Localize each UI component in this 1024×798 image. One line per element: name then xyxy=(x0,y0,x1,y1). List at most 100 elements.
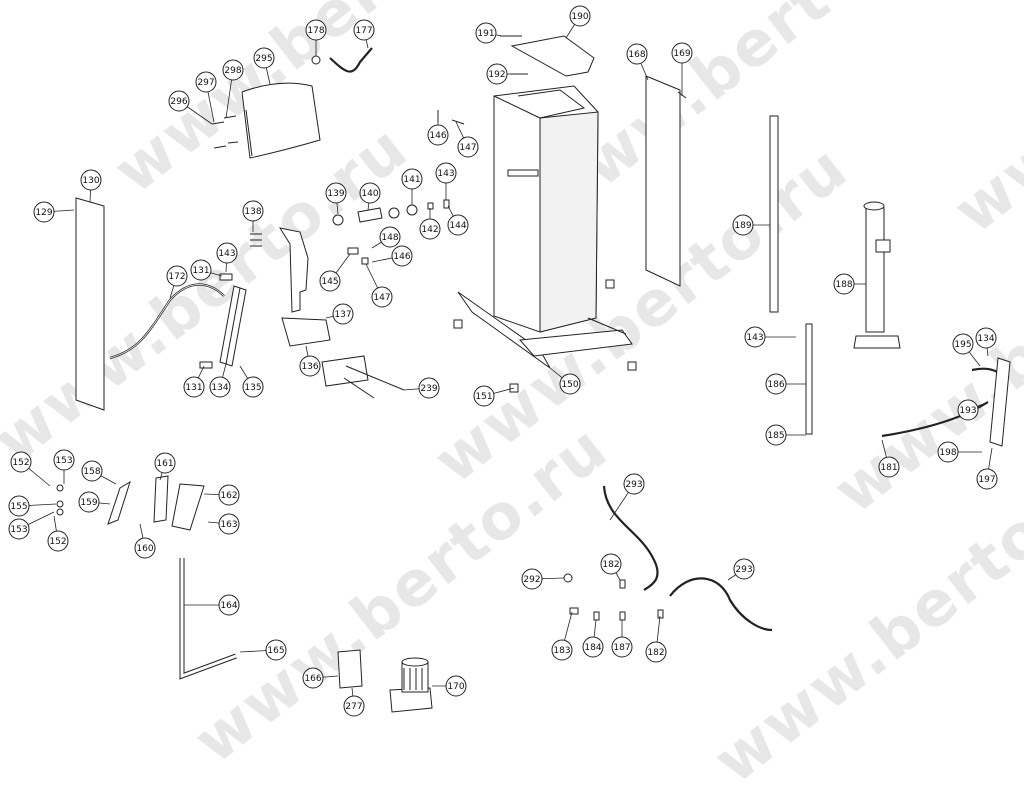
callout-187: 187 xyxy=(611,620,633,658)
callout-number: 169 xyxy=(673,49,690,59)
part-bracket xyxy=(250,227,331,347)
callout-number: 143 xyxy=(218,249,235,259)
callout-191: 191 xyxy=(475,22,503,44)
callout-number: 146 xyxy=(429,131,446,141)
callout-182: 182 xyxy=(645,615,667,663)
part-cable xyxy=(329,47,373,73)
callout-number: 296 xyxy=(170,97,187,107)
callout-number: 162 xyxy=(220,491,237,501)
callout-number: 153 xyxy=(55,456,72,466)
callout-197: 197 xyxy=(976,447,998,490)
callout-bubble xyxy=(419,218,441,240)
callout-number: 166 xyxy=(304,674,321,684)
callout-bubble xyxy=(445,675,467,697)
callout-bubble xyxy=(765,373,787,395)
callout-293: 293 xyxy=(609,473,645,521)
part-cover xyxy=(241,82,321,159)
callout-bubble xyxy=(559,373,581,395)
callout-bubble xyxy=(47,530,69,552)
callout-bubble xyxy=(582,636,604,658)
callout-bubble xyxy=(447,214,469,236)
callout-bubble xyxy=(154,452,176,474)
callout-186: 186 xyxy=(765,373,806,395)
callout-number: 134 xyxy=(977,334,994,344)
callout-164: 164 xyxy=(184,594,240,616)
callout-bubble xyxy=(937,441,959,463)
callout-296: 296 xyxy=(168,90,213,125)
part-sleeve xyxy=(357,207,383,223)
callout-bubble xyxy=(435,162,457,184)
callout-bubble xyxy=(418,377,440,399)
callout-bubble xyxy=(134,537,156,559)
callout-number: 164 xyxy=(220,601,237,611)
callout-143: 143 xyxy=(216,242,238,273)
callout-bubble xyxy=(623,473,645,495)
callout-bubble xyxy=(379,226,401,248)
callout-bubble xyxy=(732,214,754,236)
callout-136: 136 xyxy=(299,345,321,377)
callout-188: 188 xyxy=(833,273,866,295)
callout-number: 298 xyxy=(224,66,241,76)
callout-bubble xyxy=(319,270,341,292)
part-switch-box xyxy=(337,649,363,689)
callout-number: 152 xyxy=(12,458,29,468)
callout-number: 197 xyxy=(978,475,995,485)
callout-bubble xyxy=(353,19,375,41)
callout-bubble xyxy=(218,484,240,506)
callout-number: 184 xyxy=(584,643,601,653)
callout-number: 185 xyxy=(767,431,784,441)
callout-number: 188 xyxy=(835,280,852,290)
callout-166: 166 xyxy=(302,667,339,689)
callout-number: 165 xyxy=(267,646,284,656)
callout-number: 141 xyxy=(403,175,420,185)
callout-170: 170 xyxy=(432,675,467,697)
callout-number: 134 xyxy=(211,383,228,393)
callout-number: 144 xyxy=(449,221,466,231)
callout-bubble xyxy=(8,518,30,540)
part-post xyxy=(853,201,901,349)
callout-239: 239 xyxy=(403,377,440,399)
part-long-rod xyxy=(769,115,779,313)
callout-141: 141 xyxy=(401,168,423,205)
part-fittings xyxy=(563,573,664,621)
part-hose xyxy=(881,401,989,438)
diagram-drawing: 1781771911901681691922972982952961461471… xyxy=(8,5,1011,717)
callout-bubble xyxy=(325,182,347,204)
part-left-panel xyxy=(75,197,105,411)
callout-183: 183 xyxy=(551,611,573,661)
callout-number: 293 xyxy=(735,565,752,575)
callout-number: 295 xyxy=(255,54,272,64)
part-foot xyxy=(605,279,615,289)
callout-178: 178 xyxy=(305,19,327,56)
callout-152: 152 xyxy=(10,451,51,487)
callout-bubble xyxy=(168,90,190,112)
callout-number: 143 xyxy=(437,169,454,179)
callout-number: 150 xyxy=(561,380,578,390)
callout-number: 178 xyxy=(307,26,324,36)
callout-bubble xyxy=(645,641,667,663)
callout-number: 147 xyxy=(459,143,476,153)
callout-bubble xyxy=(957,399,979,421)
part-motor xyxy=(389,657,433,713)
callout-165: 165 xyxy=(239,639,287,661)
callout-148: 148 xyxy=(371,226,401,249)
callout-number: 277 xyxy=(345,702,362,712)
part-washer xyxy=(332,214,344,226)
callout-169: 169 xyxy=(671,42,693,96)
callout-number: 155 xyxy=(10,502,27,512)
callout-185: 185 xyxy=(765,424,806,446)
part-cover-edge xyxy=(245,109,253,157)
callout-152: 152 xyxy=(47,515,69,552)
callout-192: 192 xyxy=(486,63,512,85)
callout-bubble xyxy=(166,265,188,287)
callout-number: 131 xyxy=(185,383,202,393)
callout-number: 129 xyxy=(35,208,52,218)
callout-298: 298 xyxy=(222,59,244,119)
callout-143: 143 xyxy=(744,326,796,348)
callout-bubble xyxy=(671,42,693,64)
callout-bubble xyxy=(332,303,354,325)
part-lever-assembly xyxy=(56,475,205,531)
callout-151: 151 xyxy=(473,385,515,407)
callout-number: 170 xyxy=(447,682,464,692)
